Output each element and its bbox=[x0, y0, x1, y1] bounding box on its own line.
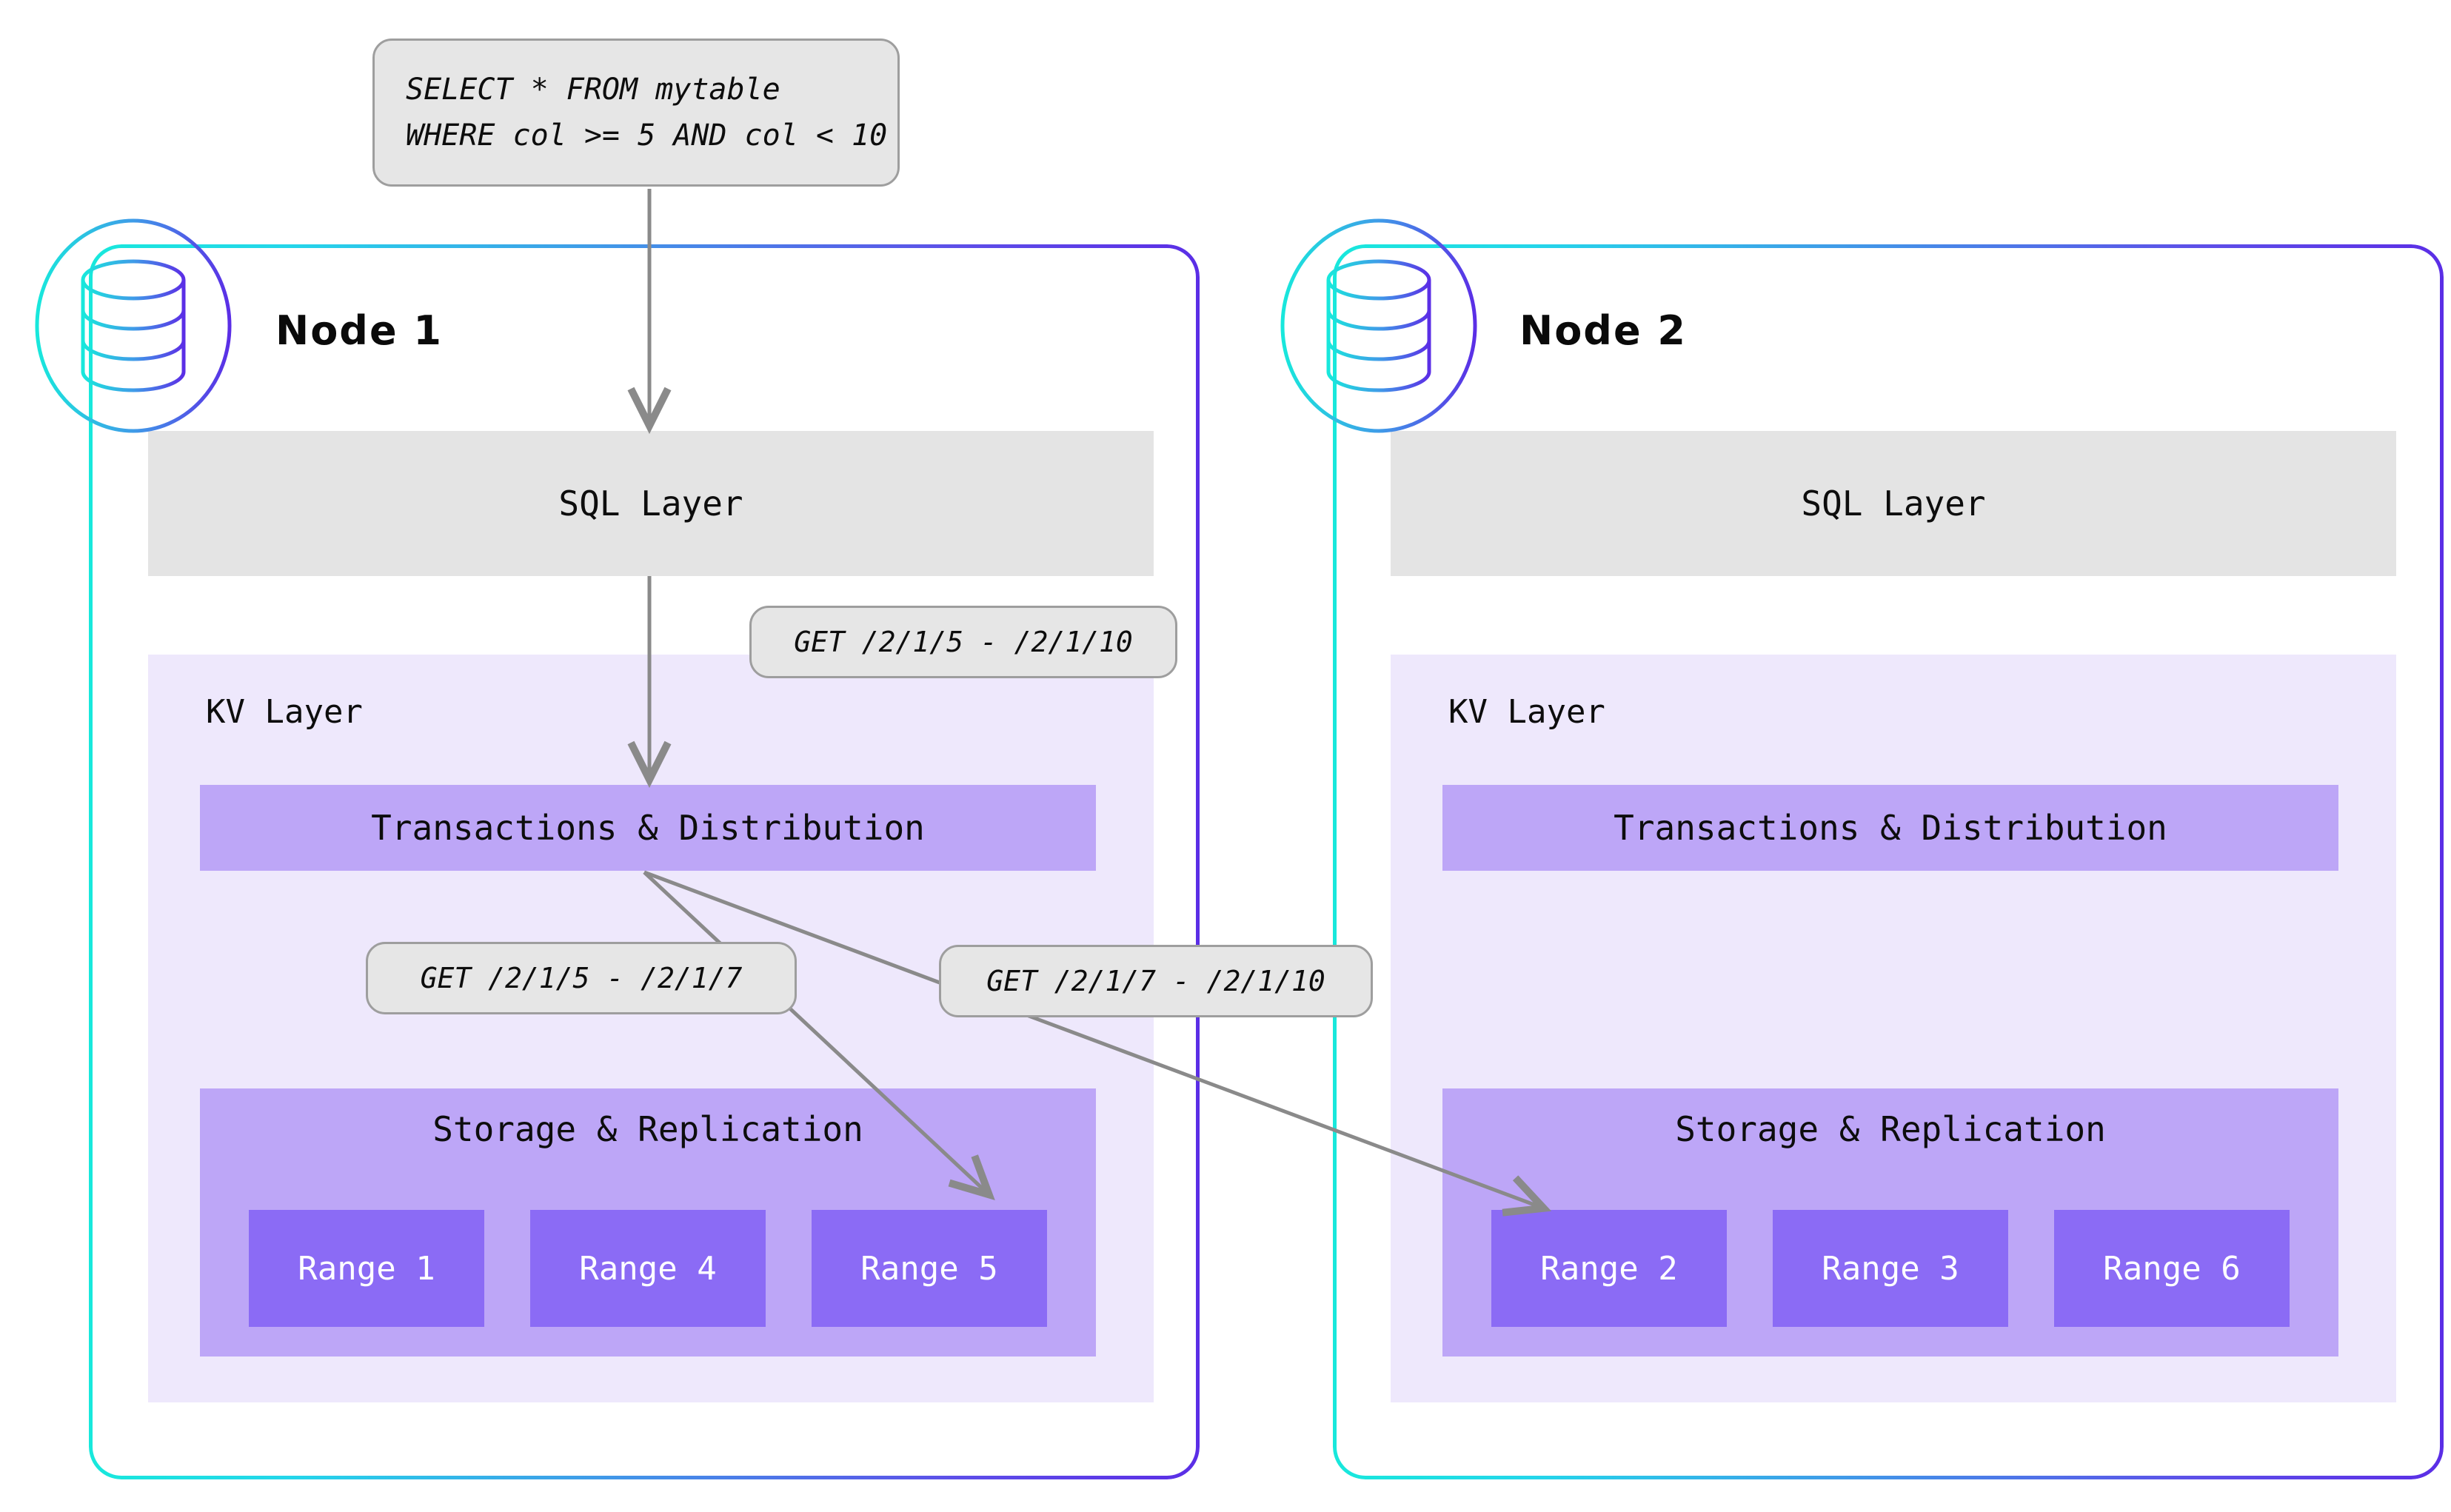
callout-get-full-range: GET /2/1/5 - /2/1/10 bbox=[749, 606, 1177, 678]
node-2-kv-layer-label: KV Layer bbox=[1448, 693, 1605, 731]
node-2-range-6[interactable]: Range 6 bbox=[2054, 1210, 2290, 1327]
node-2-database-badge bbox=[1268, 215, 1490, 437]
callout-get-upper-range-label: GET /2/1/7 - /2/1/10 bbox=[986, 965, 1325, 997]
node-1-range-1-label: Range 1 bbox=[298, 1249, 435, 1288]
sql-query-line-1: SELECT * FROM mytable bbox=[406, 73, 780, 107]
node-2-txn-box: Transactions & Distribution bbox=[1442, 785, 2338, 871]
node-2-range-2-label: Range 2 bbox=[1540, 1249, 1678, 1288]
sql-query-callout: SELECT * FROM mytable WHERE col >= 5 AND… bbox=[372, 39, 900, 187]
callout-get-full-range-label: GET /2/1/5 - /2/1/10 bbox=[794, 626, 1133, 658]
node-1-range-4[interactable]: Range 4 bbox=[530, 1210, 766, 1327]
node-1-sql-layer-label: SQL Layer bbox=[558, 484, 743, 523]
node-1-txn-box: Transactions & Distribution bbox=[200, 785, 1096, 871]
node-1-range-5-label: Range 5 bbox=[860, 1249, 998, 1288]
node-1-storage-box: Storage & Replication Range 1 Range 4 Ra… bbox=[200, 1088, 1096, 1357]
node-1-ranges-row: Range 1 Range 4 Range 5 bbox=[249, 1210, 1047, 1327]
node-2-range-6-label: Range 6 bbox=[2103, 1249, 2241, 1288]
node-2-txn-box-label: Transactions & Distribution bbox=[1614, 808, 2167, 848]
database-icon bbox=[35, 218, 232, 433]
node-1-database-badge bbox=[22, 215, 244, 437]
node-1-range-5[interactable]: Range 5 bbox=[812, 1210, 1047, 1327]
node-1-storage-box-label: Storage & Replication bbox=[432, 1109, 863, 1149]
node-2-range-3[interactable]: Range 3 bbox=[1773, 1210, 2008, 1327]
node-2-sql-layer-label: SQL Layer bbox=[1801, 484, 1986, 523]
node-1-range-4-label: Range 4 bbox=[579, 1249, 717, 1288]
node-1-title: Node 1 bbox=[275, 307, 443, 354]
node-2-title: Node 2 bbox=[1519, 307, 1687, 354]
node-2-storage-box: Storage & Replication Range 2 Range 3 Ra… bbox=[1442, 1088, 2338, 1357]
callout-get-upper-range: GET /2/1/7 - /2/1/10 bbox=[939, 945, 1373, 1017]
node-2-range-3-label: Range 3 bbox=[1822, 1249, 1959, 1288]
node-1-txn-box-label: Transactions & Distribution bbox=[371, 808, 925, 848]
node-2-storage-box-label: Storage & Replication bbox=[1675, 1109, 2106, 1149]
node-2-sql-layer: SQL Layer bbox=[1391, 431, 2396, 576]
sql-query-line-2: WHERE col >= 5 AND col < 10 bbox=[406, 118, 888, 153]
database-icon bbox=[1280, 218, 1477, 433]
callout-get-lower-range: GET /2/1/5 - /2/1/7 bbox=[366, 942, 797, 1014]
node-1-range-1[interactable]: Range 1 bbox=[249, 1210, 484, 1327]
node-2-range-2[interactable]: Range 2 bbox=[1491, 1210, 1727, 1327]
node-2-ranges-row: Range 2 Range 3 Range 6 bbox=[1491, 1210, 2290, 1327]
node-1-sql-layer: SQL Layer bbox=[148, 431, 1154, 576]
node-1-kv-layer-label: KV Layer bbox=[206, 693, 363, 731]
callout-get-lower-range-label: GET /2/1/5 - /2/1/7 bbox=[420, 962, 743, 994]
